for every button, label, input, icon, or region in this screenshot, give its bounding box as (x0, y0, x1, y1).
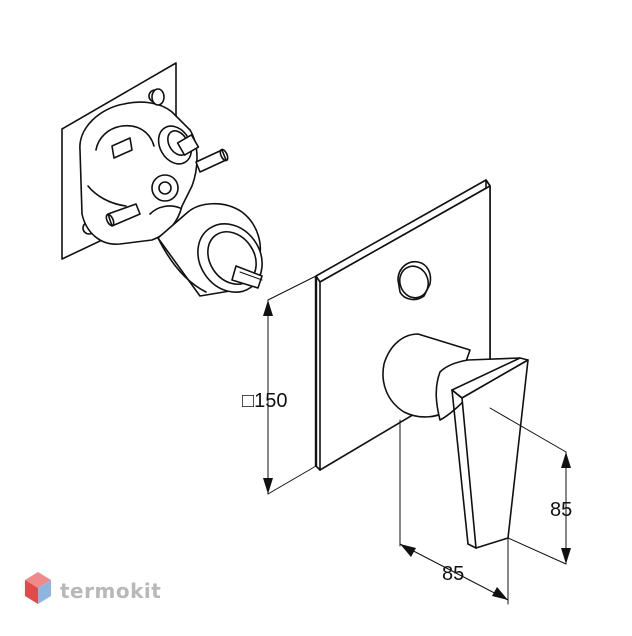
dimension-width-label: 85 (442, 563, 464, 585)
concealed-valve-body-icon (61, 62, 263, 297)
dimension-lines (263, 275, 571, 605)
lever-handle-icon (382, 333, 529, 549)
dimension-depth-label: 85 (550, 499, 572, 521)
watermark-brand-text: termokit (60, 579, 161, 603)
dimension-height-label: □150 (242, 390, 287, 412)
wall-plate-icon (314, 179, 491, 471)
diverter-button-icon (397, 260, 432, 301)
termokit-cube-logo-icon (25, 572, 51, 604)
